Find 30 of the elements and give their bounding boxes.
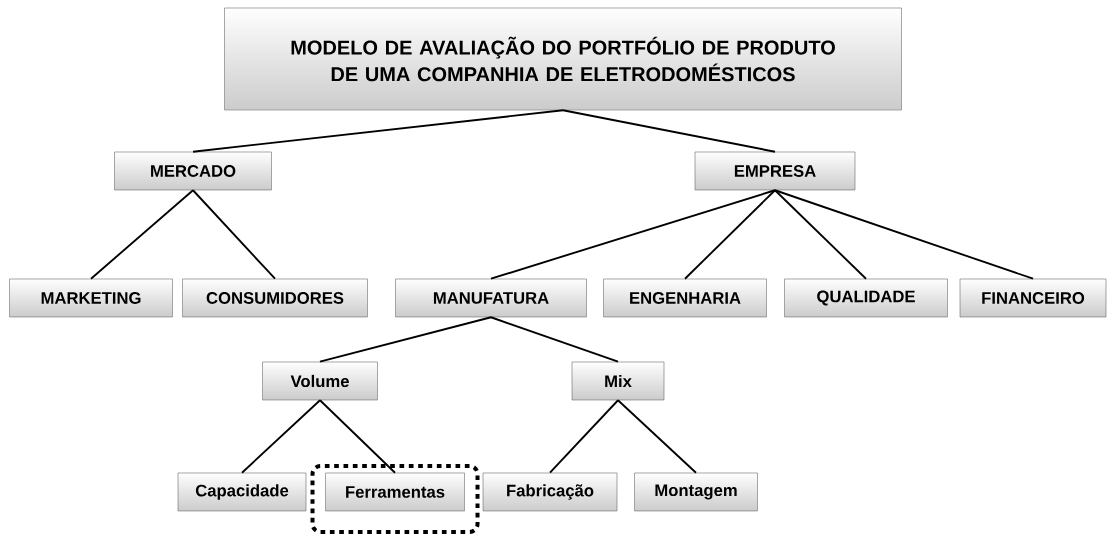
connector-line — [562, 109, 776, 153]
connector-line — [549, 399, 619, 474]
title-box: MODELO DE AVALIAÇÃO DO PORTFÓLIO DE PRODUTO DE UMA COMPANHIA DE ELETRODOMÉSTICOS — [224, 7, 902, 111]
category-box: ENGENHARIA — [603, 278, 767, 318]
category-box: FINANCEIRO — [959, 278, 1107, 318]
category-box: EMPRESA — [694, 151, 856, 191]
category-box: CONSUMIDORES — [182, 278, 368, 318]
connector-line — [774, 189, 867, 280]
connector-line — [319, 316, 492, 363]
connector-line — [684, 189, 776, 280]
category-box: MERCADO — [114, 151, 272, 191]
connector-line — [490, 189, 776, 280]
connector-line — [192, 109, 564, 153]
category-box: Montagem — [634, 472, 758, 512]
category-box: Fabricação — [482, 472, 618, 512]
category-box: Volume — [262, 361, 378, 401]
category-box: Ferramentas — [325, 472, 465, 512]
connector-line — [90, 189, 194, 280]
connector-line — [774, 189, 1034, 280]
category-box: Mix — [571, 361, 665, 401]
highlight-frame — [310, 464, 480, 534]
category-box: MANUFATURA — [395, 278, 587, 318]
connector-line — [192, 189, 276, 280]
category-box: QUALIDADE — [784, 278, 948, 318]
connector-line — [490, 316, 619, 363]
connector-line — [241, 399, 321, 474]
connector-line — [319, 399, 396, 474]
category-box: MARKETING — [9, 278, 173, 318]
category-box: Capacidade — [177, 472, 307, 512]
connector-line — [617, 399, 697, 474]
